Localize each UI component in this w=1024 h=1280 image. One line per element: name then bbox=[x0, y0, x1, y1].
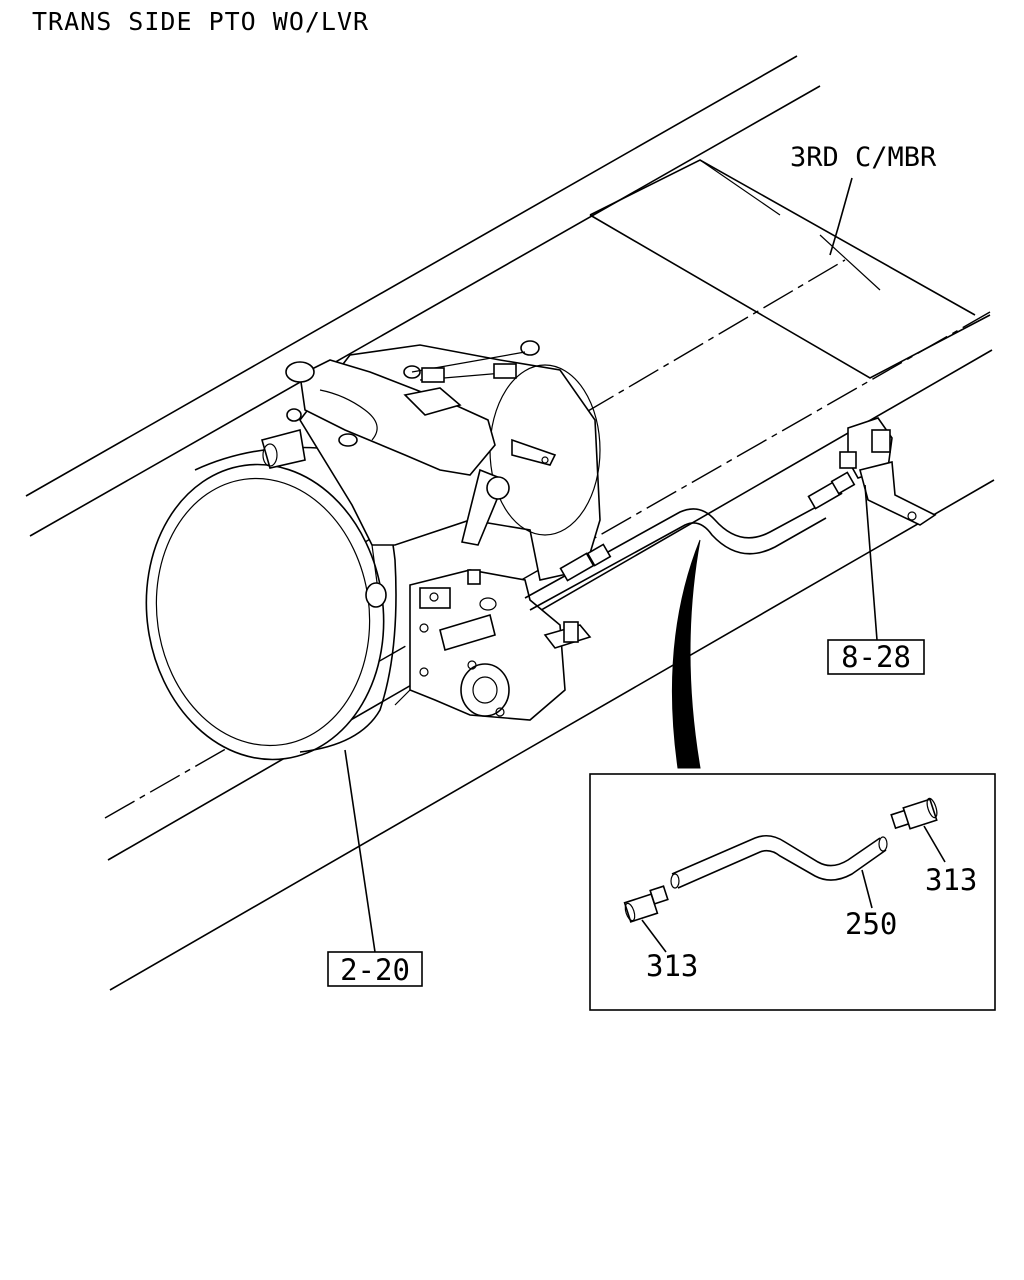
crossmember-label: 3RD C/MBR bbox=[790, 142, 937, 173]
transmission-assembly bbox=[145, 340, 601, 761]
fitting-right bbox=[890, 797, 946, 863]
third-crossmember bbox=[589, 159, 991, 379]
fitting-left bbox=[623, 885, 669, 953]
fitting-left-label: 313 bbox=[646, 949, 698, 983]
diagram-title: TRANS SIDE PTO WO/LVR bbox=[32, 7, 369, 36]
ref-bottom-leader bbox=[344, 749, 376, 953]
pipe-part bbox=[670, 834, 888, 909]
ref-bottom-label: 2-20 bbox=[340, 953, 410, 987]
ref-box-bottom: 2-20 bbox=[327, 951, 423, 987]
ref-box-top: 8-28 bbox=[827, 639, 925, 675]
pto-pipe-routing bbox=[524, 471, 856, 611]
ref-top-label: 8-28 bbox=[841, 640, 911, 674]
detail-inset: 313 250 313 bbox=[589, 773, 996, 1011]
pto-valve bbox=[839, 417, 937, 641]
detail-pointer bbox=[671, 539, 701, 769]
pipe-label: 250 bbox=[845, 907, 897, 941]
fitting-right-label: 313 bbox=[925, 863, 977, 897]
